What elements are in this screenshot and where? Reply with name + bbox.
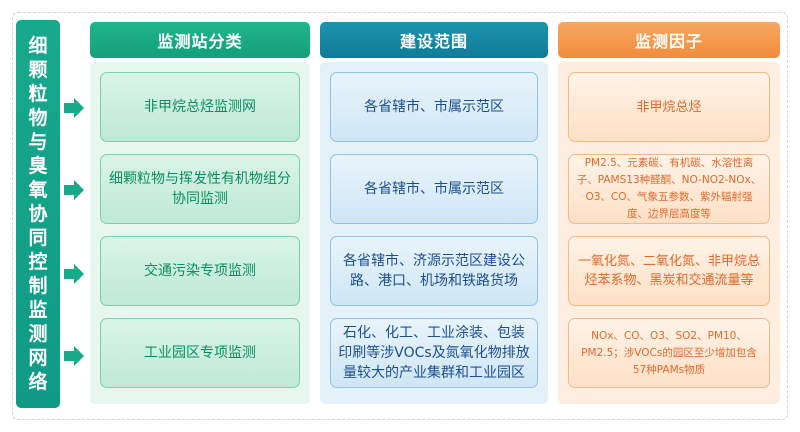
arrow-right-icon [64,346,84,366]
monitoring-factor-cell: PM2.5、元素碳、有机碳、水溶性离子、PAMS13种醛酮、NO-NO2-NOx… [568,154,770,224]
monitoring-factor-column: 监测因子 非甲烷总烃 PM2.5、元素碳、有机碳、水溶性离子、PAMS13种醛酮… [558,22,780,404]
station-category-cell: 细颗粒物与挥发性有机物组分协同监测 [100,154,300,224]
construction-scope-cell: 各省辖市、市属示范区 [330,72,538,142]
column-body: 非甲烷总烃 PM2.5、元素碳、有机碳、水溶性离子、PAMS13种醛酮、NO-N… [558,62,780,404]
construction-scope-cell: 各省辖市、济源示范区建设公路、港口、机场和铁路货场 [330,236,538,306]
station-category-cell: 工业园区专项监测 [100,318,300,388]
station-category-cell: 交通污染专项监测 [100,236,300,306]
outer-frame [12,12,788,420]
network-title: 细颗粒物与臭氧协同控制监测网络 [28,35,48,393]
construction-scope-cell: 石化、化工、工业涂装、包装印刷等涉VOCs及氮氧化物排放量较大的产业集群和工业园… [330,318,538,388]
station-category-column: 监测站分类 非甲烷总烃监测网 细颗粒物与挥发性有机物组分协同监测 交通污染专项监… [90,22,310,404]
column-body: 非甲烷总烃监测网 细颗粒物与挥发性有机物组分协同监测 交通污染专项监测 工业园区… [90,62,310,404]
monitoring-factor-cell: 一氧化氮、二氧化氮、非甲烷总烃苯系物、黑炭和交通流量等 [568,236,770,306]
column-body: 各省辖市、市属示范区 各省辖市、市属示范区 各省辖市、济源示范区建设公路、港口、… [320,62,548,404]
monitoring-factor-cell: 非甲烷总烃 [568,72,770,142]
column-header: 监测站分类 [90,22,310,58]
column-header: 监测因子 [558,22,780,58]
network-title-bar: 细颗粒物与臭氧协同控制监测网络 [16,20,60,408]
station-category-cell: 非甲烷总烃监测网 [100,72,300,142]
arrow-right-icon [64,98,84,118]
column-header: 建设范围 [320,22,548,58]
construction-scope-column: 建设范围 各省辖市、市属示范区 各省辖市、市属示范区 各省辖市、济源示范区建设公… [320,22,548,404]
construction-scope-cell: 各省辖市、市属示范区 [330,154,538,224]
monitoring-factor-cell: NOx、CO、O3、SO2、PM10、PM2.5；涉VOCs的园区至少增加包含5… [568,318,770,388]
arrow-right-icon [64,180,84,200]
arrow-right-icon [64,264,84,284]
